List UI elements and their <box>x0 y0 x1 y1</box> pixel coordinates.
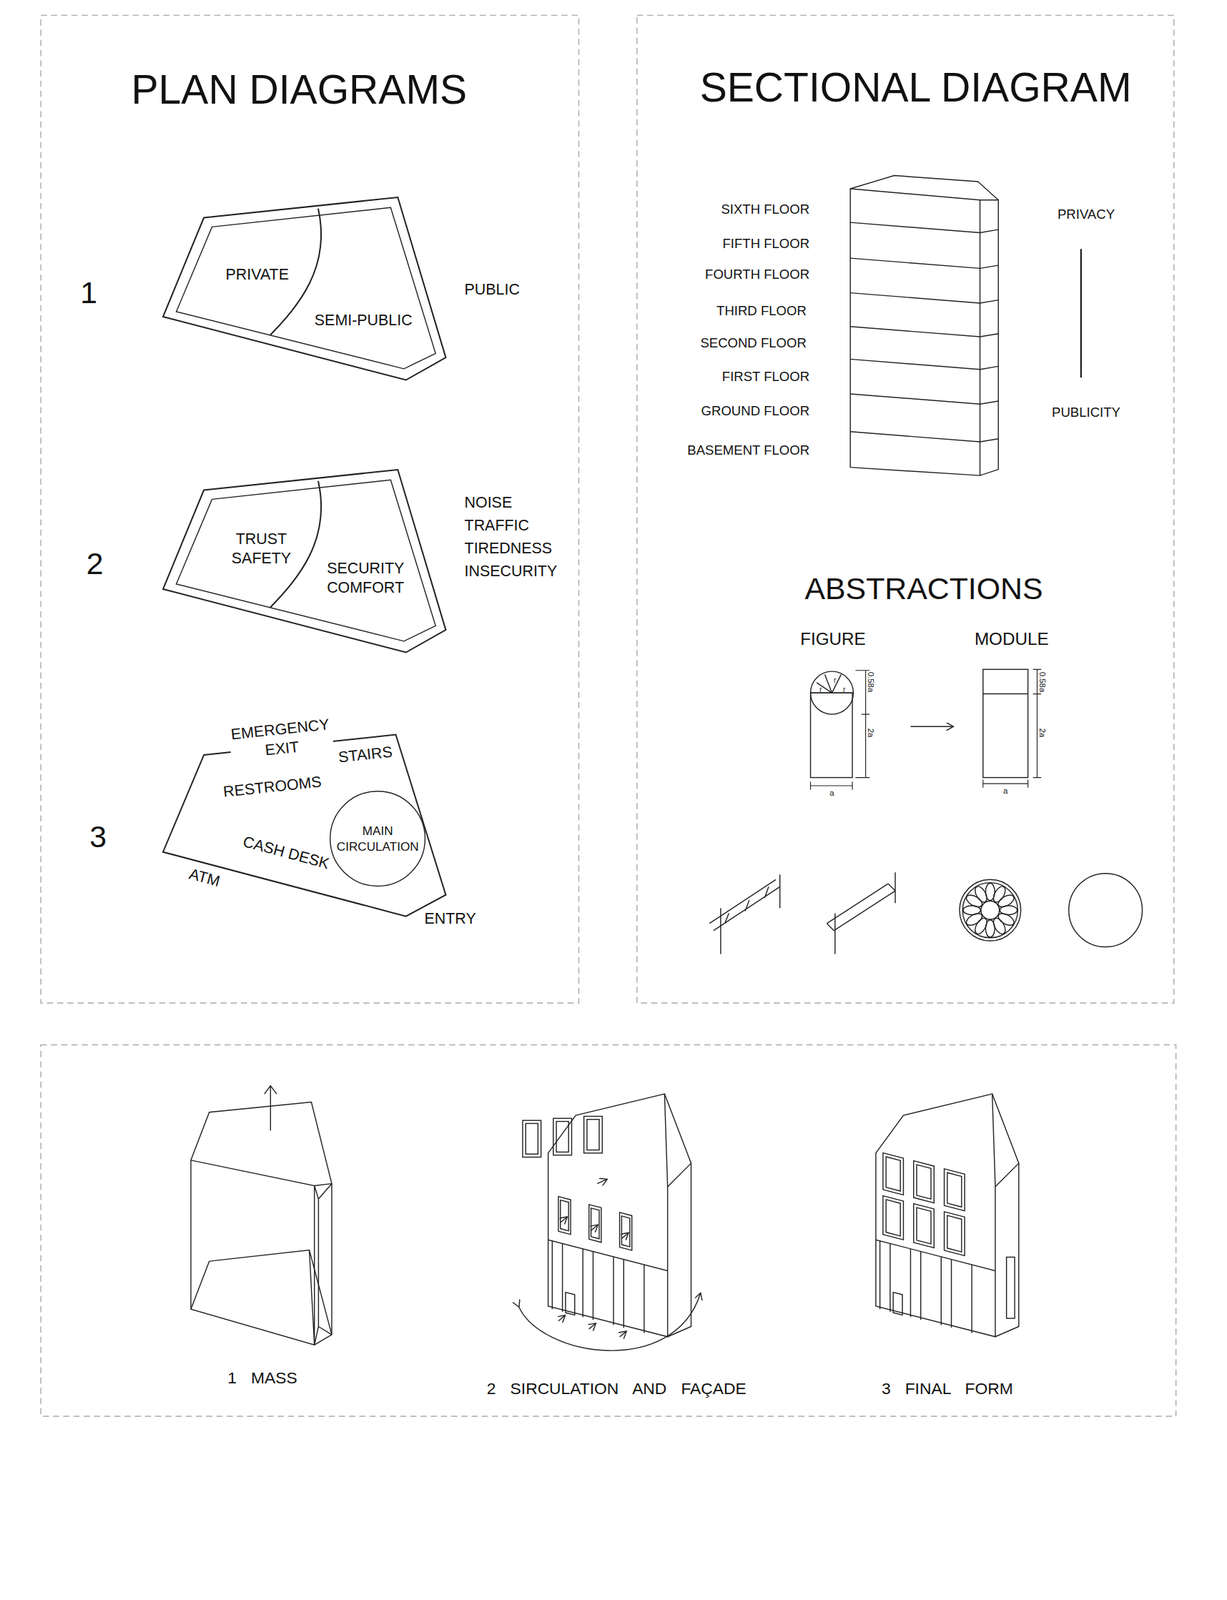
zone-label: TRUST SAFETY <box>231 529 292 569</box>
step-caption: 2 SIRCULATION AND FAÇADE <box>486 1377 747 1399</box>
outline <box>163 197 446 381</box>
floor-label: GROUND FLOOR <box>701 403 810 420</box>
dimension: 2a <box>865 728 876 738</box>
scale-label: PUBLICITY <box>1051 403 1121 421</box>
plan-outline: TRUST SAFETY SECURITY COMFORT <box>163 469 446 653</box>
panel-title: PLAN DIAGRAMS <box>131 64 468 116</box>
dimension: a <box>829 787 834 798</box>
scale-label: PRIVACY <box>1057 205 1115 223</box>
outer-wall <box>163 469 446 653</box>
condition-list: NOISE TRAFFIC TIREDNESS INSECURITY <box>464 491 558 584</box>
floor-label: SECOND FLOOR <box>700 334 806 352</box>
outer-wall <box>163 735 446 917</box>
zone-label: SEMI-PUBLIC <box>314 311 413 331</box>
plan-outline: PRIVATE SEMI-PUBLIC <box>163 197 446 381</box>
inner-wall <box>176 207 437 369</box>
dimension: 0.58a <box>865 671 876 693</box>
zone-label: RESTROOMS <box>222 772 323 802</box>
dimension: r <box>843 685 846 696</box>
inner-wall <box>176 479 437 642</box>
floor-label: SIXTH FLOOR <box>720 200 810 218</box>
floor-label: THIRD FLOOR <box>716 303 807 320</box>
zone-label: EMERGENCY EXIT <box>227 714 334 763</box>
zone-label: STAIRS <box>337 742 394 768</box>
plan-label: ATM <box>186 864 222 891</box>
zone-label: MAIN CIRCULATION <box>336 823 420 855</box>
step-caption: 1 MASS <box>227 1367 297 1389</box>
abstraction-label: MODULE <box>974 628 1049 650</box>
diagram-number: 3 <box>89 818 107 857</box>
dimension: 0.58a <box>1036 671 1047 693</box>
floor-label: FIFTH FLOOR <box>722 235 811 253</box>
zone-label: PUBLIC <box>464 280 520 300</box>
dimension: 2a <box>1036 728 1047 738</box>
outer-wall <box>163 197 446 381</box>
zone-label: CASH DESK <box>240 833 332 875</box>
zone-label: PRIVATE <box>225 265 289 285</box>
diagram-number: 2 <box>86 545 104 585</box>
dimension: r <box>819 685 822 696</box>
circle-outline <box>330 791 426 887</box>
dimension: r <box>833 676 836 686</box>
panel-title: ABSTRACTIONS <box>804 569 1043 609</box>
zone-label: SECURITY COMFORT <box>326 559 404 599</box>
diagram-number: 1 <box>80 273 98 313</box>
panel-title: SECTIONAL DIAGRAM <box>700 62 1132 113</box>
abstraction-label: FIGURE <box>800 628 866 650</box>
floor-label: BASEMENT FLOOR <box>687 441 810 459</box>
floor-label: FIRST FLOOR <box>722 368 810 385</box>
step-caption: 3 FINAL FORM <box>881 1377 1014 1399</box>
floor-label: FOURTH FLOOR <box>705 265 810 283</box>
dimension: a <box>1003 785 1008 796</box>
plan-label: ENTRY <box>424 908 476 929</box>
circulation-circle: MAIN CIRCULATION <box>329 790 426 887</box>
